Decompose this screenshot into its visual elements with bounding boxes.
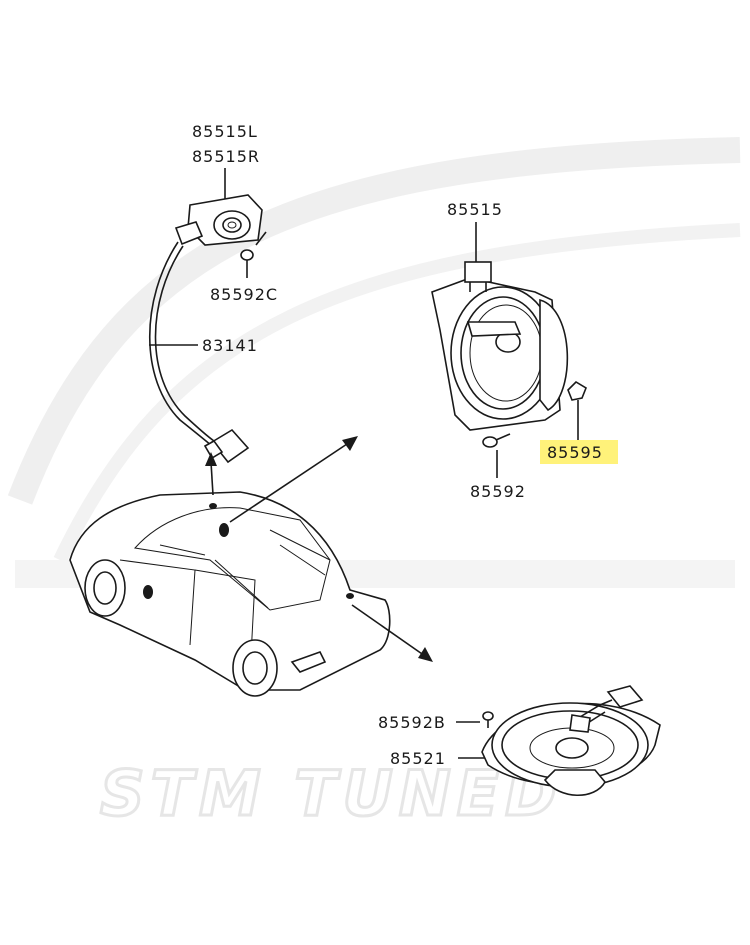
watermark-text: STM TUNED: [100, 757, 563, 830]
part-highlight: [540, 440, 618, 464]
location-arrows: [205, 436, 433, 662]
label-harness: 83141: [202, 336, 258, 355]
label-front-speaker-screw: 85592: [470, 482, 526, 501]
label-tweeter-right: 85515R: [192, 147, 260, 166]
tweeter-assembly: 85515L 85515R 85592C 83141: [149, 122, 278, 464]
label-front-speaker-clip: 85595: [547, 443, 603, 462]
label-rear-speaker: 85521: [390, 749, 446, 768]
rear-speaker-assembly: 85592B 85521: [378, 685, 661, 796]
front-speaker-assembly: 85515 85595 85592: [431, 200, 618, 501]
label-front-speaker: 85515: [447, 200, 503, 219]
label-tweeter-screw: 85592C: [210, 285, 278, 304]
car-body: [69, 491, 391, 697]
label-rear-speaker-screw: 85592B: [378, 713, 446, 732]
label-tweeter-left: 85515L: [192, 122, 258, 141]
